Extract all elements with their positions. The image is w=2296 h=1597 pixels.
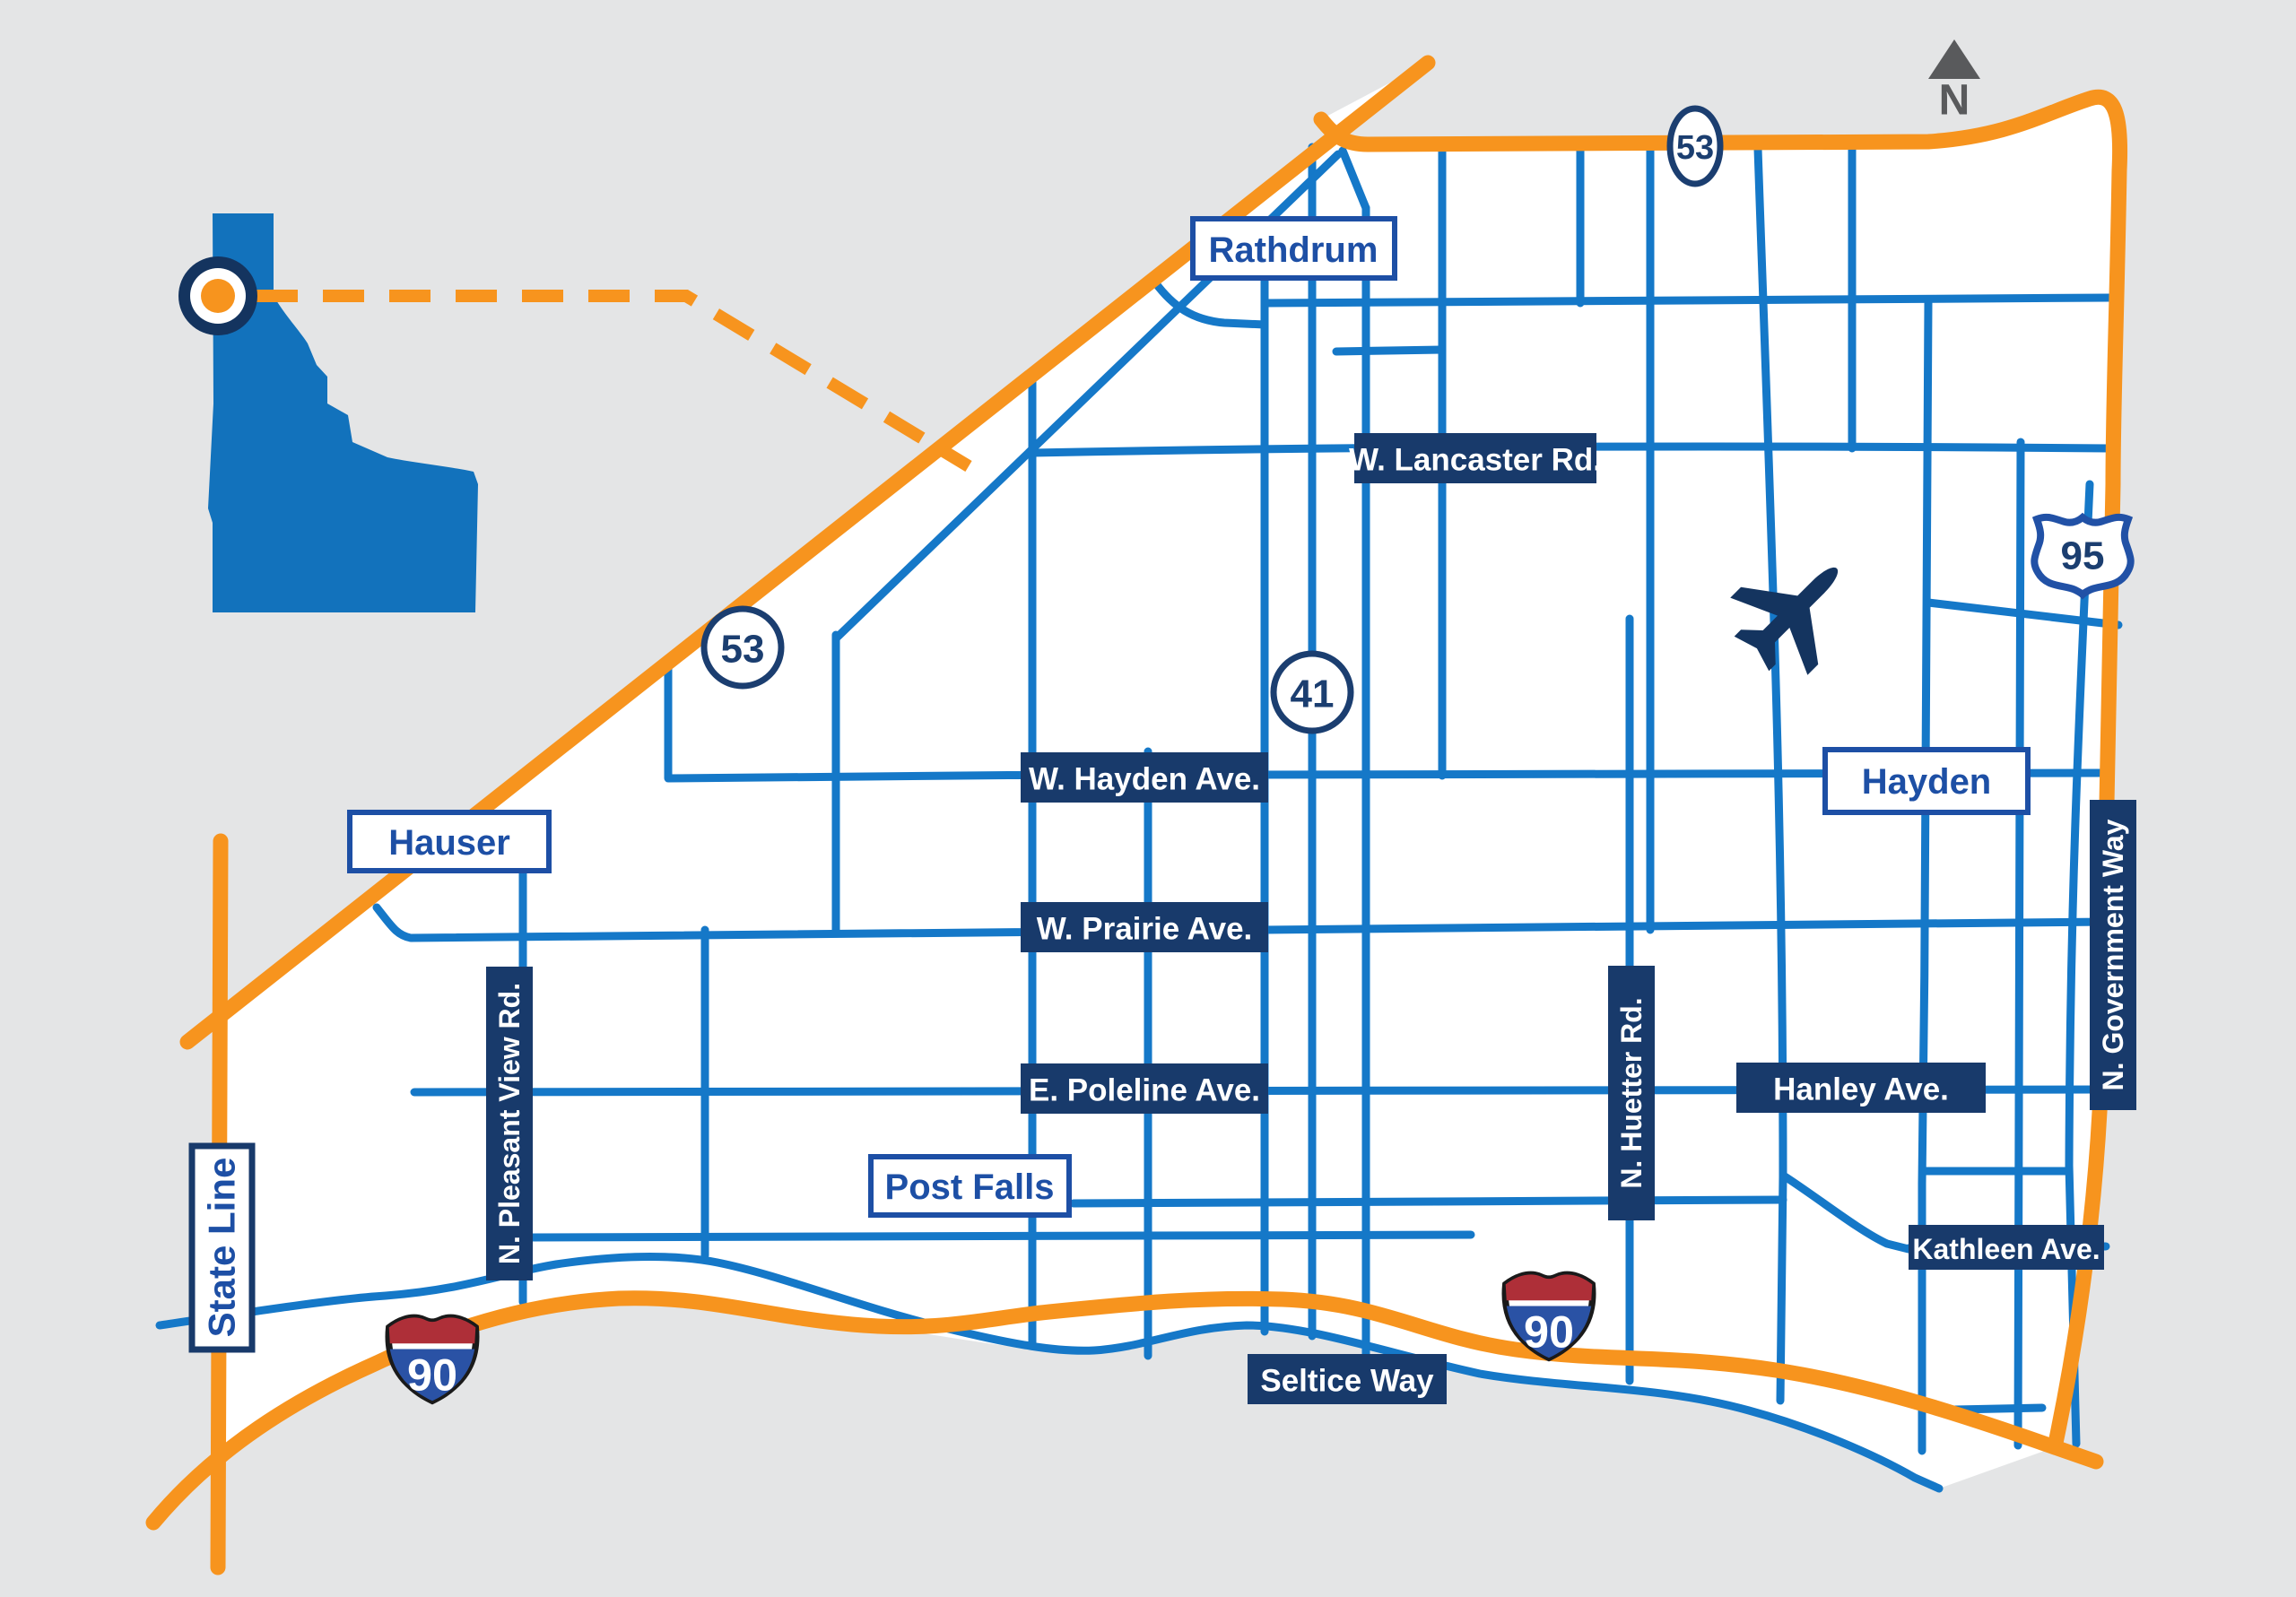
- road-label-huetter: N. Huetter Rd.: [1608, 966, 1655, 1220]
- road-label-prairie-ave-text: W. Prairie Ave.: [1037, 912, 1253, 947]
- shield-i90-west: 90: [385, 1314, 480, 1405]
- city-label-hauser: Hauser: [347, 810, 552, 873]
- shield-hwy41-number: 41: [1291, 673, 1335, 716]
- shield-i90-east: 90: [1501, 1271, 1596, 1362]
- road-label-hayden-ave-text: W. Hayden Ave.: [1029, 762, 1260, 797]
- idaho-silhouette-icon: [208, 213, 478, 612]
- city-label-rathdrum-text: Rathdrum: [1209, 230, 1378, 270]
- map-pin-icon: [178, 256, 257, 335]
- shield-us95: 95: [2031, 512, 2135, 600]
- shield-hwy53-west: 53: [700, 605, 785, 690]
- road-label-state-line: State Line: [188, 1142, 256, 1353]
- road-labels: W. Lancaster Rd. W. Hayden Ave. W. Prair…: [188, 433, 2136, 1404]
- road-label-hanley-ave: Hanley Ave.: [1736, 1063, 1986, 1113]
- shield-hwy41: 41: [1270, 650, 1354, 734]
- road-label-hanley-ave-text: Hanley Ave.: [1773, 1072, 1949, 1107]
- road-label-government-way: N. Government Way: [2090, 800, 2136, 1110]
- road-label-lancaster: W. Lancaster Rd.: [1349, 433, 1602, 483]
- road-label-seltice-way-text: Seltice Way: [1260, 1364, 1434, 1399]
- city-label-post-falls: Post Falls: [868, 1154, 1072, 1218]
- road-label-government-way-text: N. Government Way: [2097, 819, 2129, 1090]
- road-label-kathleen-ave: Kathleen Ave.: [1909, 1225, 2104, 1270]
- road-label-state-line-text: State Line: [201, 1158, 243, 1338]
- seltice-way-road: [155, 1253, 1944, 1493]
- airport-icon: [1730, 567, 1839, 675]
- north-arrow-triangle: [1928, 39, 1980, 79]
- city-label-rathdrum: Rathdrum: [1190, 216, 1397, 281]
- city-label-hayden-text: Hayden: [1862, 762, 1992, 802]
- road-label-kathleen-ave-text: Kathleen Ave.: [1912, 1233, 2100, 1265]
- road-label-lancaster-text: W. Lancaster Rd.: [1349, 443, 1602, 478]
- road-label-prairie-ave: W. Prairie Ave.: [1021, 902, 1268, 952]
- shield-hwy53-west-number: 53: [721, 628, 765, 672]
- city-labels: Rathdrum Hauser Post Falls Hayden: [347, 216, 2031, 1218]
- road-label-seltice-way: Seltice Way: [1248, 1354, 1447, 1404]
- city-label-post-falls-text: Post Falls: [885, 1167, 1055, 1207]
- shield-i90-west-number: 90: [407, 1349, 457, 1400]
- city-label-hauser-text: Hauser: [388, 823, 510, 863]
- road-diagonals: [831, 146, 1913, 1254]
- idaho-inset: [178, 213, 972, 612]
- shield-i90-east-number: 90: [1524, 1306, 1574, 1357]
- inset-leader-dashed-line: [257, 290, 972, 472]
- shield-hwy53-top: 53: [1666, 105, 1724, 187]
- shield-hwy53-top-number: 53: [1676, 129, 1714, 167]
- road-label-poleline-ave: E. Poleline Ave.: [1021, 1063, 1268, 1114]
- road-label-pleasant-view-text: N. Pleasant View Rd.: [493, 983, 526, 1264]
- road-label-pleasant-view: N. Pleasant View Rd.: [486, 967, 533, 1280]
- road-label-huetter-text: N. Huetter Rd.: [1615, 997, 1648, 1188]
- highway-53-top-and-us95: [1313, 89, 2128, 1455]
- compass-north-icon: N: [1928, 39, 1980, 125]
- road-label-poleline-ave-text: E. Poleline Ave.: [1029, 1073, 1260, 1108]
- compass-north-label: N: [1939, 77, 1970, 125]
- shield-us95-number: 95: [2061, 534, 2105, 578]
- city-label-hayden: Hayden: [1822, 747, 2031, 815]
- road-label-hayden-ave: W. Hayden Ave.: [1021, 752, 1268, 803]
